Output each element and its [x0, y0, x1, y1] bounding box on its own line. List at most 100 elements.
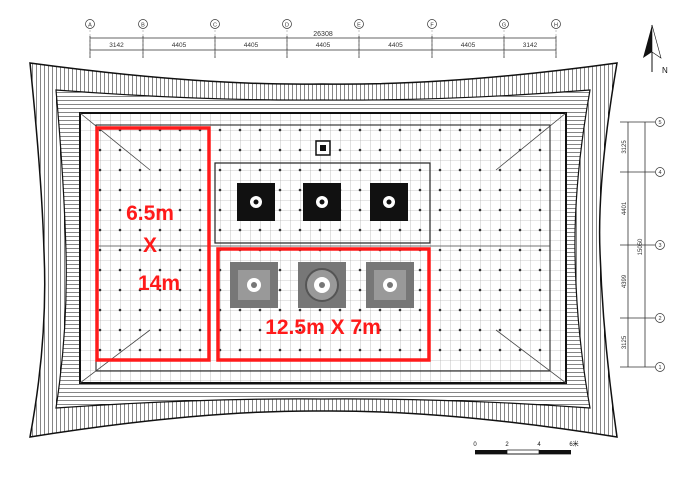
column-post: [478, 248, 482, 252]
column-post: [538, 128, 542, 132]
column-axis-label: B: [141, 23, 145, 29]
column-post: [458, 308, 462, 312]
column-post: [338, 128, 342, 132]
row-axis-bubble: [655, 117, 665, 127]
column-post: [198, 188, 202, 192]
column-post: [458, 228, 462, 232]
column-post: [218, 188, 222, 192]
column-post: [198, 288, 202, 292]
column-post: [418, 308, 422, 312]
highlight-left-area: 6.5m X 14m: [95, 126, 211, 362]
column-post: [498, 248, 502, 252]
column-post: [118, 168, 122, 172]
column-post: [138, 208, 142, 212]
column-axis-bubble: [282, 19, 292, 29]
north-label: N: [662, 66, 668, 75]
column-post: [358, 348, 362, 352]
column-post: [98, 148, 102, 152]
column-post: [278, 208, 282, 212]
column-post: [438, 288, 442, 292]
column-post: [238, 148, 242, 152]
column-post: [338, 168, 342, 172]
column-post: [298, 208, 302, 212]
row-axis-label: 1: [658, 365, 661, 371]
column-post: [318, 348, 322, 352]
column-axis-label: C: [213, 23, 217, 29]
column-post: [438, 168, 442, 172]
gray-altar-2: [298, 262, 346, 308]
column-post: [278, 348, 282, 352]
column-post: [98, 288, 102, 292]
column-post: [518, 128, 522, 132]
scale-tick-4: 4: [537, 442, 541, 448]
column-post: [518, 288, 522, 292]
right-span-dimension: 4399: [622, 274, 628, 288]
column-post: [178, 208, 182, 212]
column-post: [198, 328, 202, 332]
column-post: [138, 188, 142, 192]
column-post: [458, 128, 462, 132]
column-post: [138, 248, 142, 252]
column-post: [458, 348, 462, 352]
column-post: [398, 148, 402, 152]
column-post: [198, 208, 202, 212]
column-post: [458, 168, 462, 172]
column-post: [378, 308, 382, 312]
column-post: [398, 128, 402, 132]
column-axis-bubble: [499, 19, 509, 29]
column-post: [458, 248, 462, 252]
column-post: [378, 328, 382, 332]
row-axis-bubble: [655, 167, 665, 177]
right-span-dimension: 3125: [622, 140, 628, 154]
column-post: [418, 268, 422, 272]
column-post: [538, 308, 542, 312]
column-post: [538, 248, 542, 252]
column-post: [478, 128, 482, 132]
column-post: [218, 208, 222, 212]
right-span-dimension: 4401: [622, 201, 628, 215]
column-post: [438, 188, 442, 192]
column-post: [458, 288, 462, 292]
column-post: [278, 268, 282, 272]
column-post: [178, 268, 182, 272]
column-post: [478, 308, 482, 312]
column-post: [358, 328, 362, 332]
top-span-dimension: 4405: [461, 42, 476, 49]
scale-tick-2: 2: [505, 442, 509, 448]
column-post: [238, 228, 242, 232]
column-post: [98, 308, 102, 312]
column-axis-label: A: [88, 23, 92, 29]
column-post: [158, 148, 162, 152]
column-axis-bubble: [85, 19, 95, 29]
column-post: [438, 128, 442, 132]
column-post: [418, 288, 422, 292]
top-total-dimension: 26308: [313, 31, 333, 38]
column-post: [498, 148, 502, 152]
column-post: [498, 128, 502, 132]
column-post: [438, 328, 442, 332]
column-post: [498, 188, 502, 192]
dark-altar-1: [237, 183, 275, 221]
column-post: [218, 128, 222, 132]
column-post: [138, 328, 142, 332]
column-post: [358, 228, 362, 232]
column-post: [318, 128, 322, 132]
column-post: [418, 348, 422, 352]
top-span-dimension: 3142: [109, 42, 124, 49]
column-post: [298, 128, 302, 132]
column-post: [278, 228, 282, 232]
column-post: [238, 328, 242, 332]
column-post: [518, 248, 522, 252]
column-post: [358, 208, 362, 212]
column-post: [138, 268, 142, 272]
column-post: [118, 188, 122, 192]
row-axis-label: 3: [658, 243, 661, 249]
column-post: [198, 228, 202, 232]
column-post: [518, 348, 522, 352]
column-post: [198, 168, 202, 172]
column-post: [538, 228, 542, 232]
column-post: [458, 208, 462, 212]
column-post: [478, 328, 482, 332]
column-post: [538, 208, 542, 212]
